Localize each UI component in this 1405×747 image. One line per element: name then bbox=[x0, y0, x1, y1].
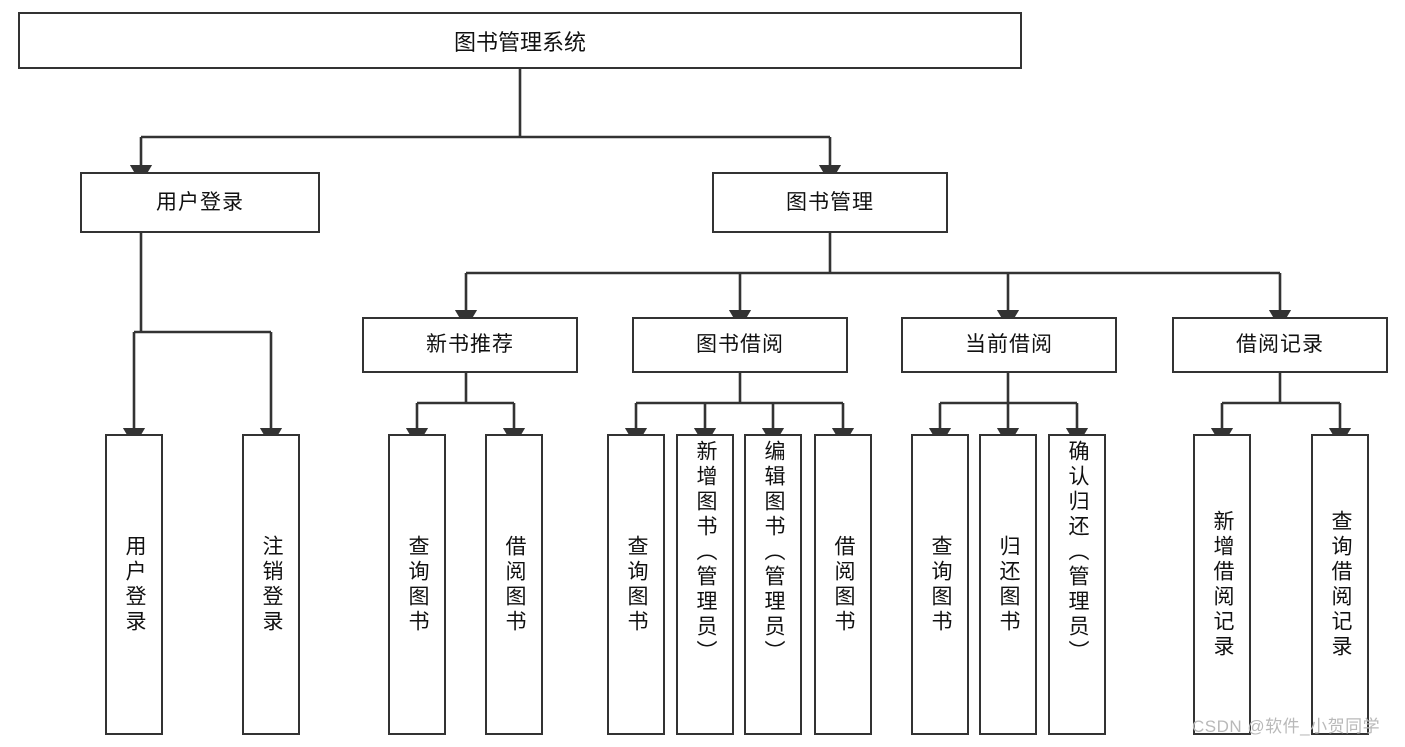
node-book-borrow-label: 图书借阅 bbox=[696, 333, 784, 357]
node-user-login[interactable]: 用户登录 bbox=[80, 172, 320, 233]
node-leaf-query-book-1-label: 查询图书 bbox=[406, 534, 430, 635]
node-book-manage-label: 图书管理 bbox=[786, 190, 874, 214]
node-leaf-edit-book[interactable]: 编辑图书（管理员） bbox=[744, 434, 802, 735]
node-leaf-return-book[interactable]: 归还图书 bbox=[979, 434, 1037, 735]
node-leaf-user-login[interactable]: 用户登录 bbox=[105, 434, 163, 735]
node-leaf-query-book-1[interactable]: 查询图书 bbox=[388, 434, 446, 735]
node-root-label: 图书管理系统 bbox=[453, 29, 586, 55]
node-current-borrow[interactable]: 当前借阅 bbox=[901, 317, 1117, 373]
node-root[interactable]: 图书管理系统 bbox=[18, 12, 1022, 69]
node-leaf-return-book-label: 归还图书 bbox=[997, 534, 1021, 635]
node-new-book-rec[interactable]: 新书推荐 bbox=[362, 317, 578, 373]
node-borrow-record-label: 借阅记录 bbox=[1236, 333, 1324, 357]
node-leaf-user-logout[interactable]: 注销登录 bbox=[242, 434, 300, 735]
node-leaf-add-book-label: 新增图书（管理员） bbox=[694, 440, 718, 665]
node-leaf-add-book[interactable]: 新增图书（管理员） bbox=[676, 434, 734, 735]
node-current-borrow-label: 当前借阅 bbox=[965, 333, 1053, 357]
node-leaf-query-record[interactable]: 查询借阅记录 bbox=[1311, 434, 1369, 735]
node-leaf-query-record-label: 查询借阅记录 bbox=[1329, 509, 1353, 660]
node-leaf-query-book-2[interactable]: 查询图书 bbox=[607, 434, 665, 735]
node-borrow-record[interactable]: 借阅记录 bbox=[1172, 317, 1388, 373]
node-book-borrow[interactable]: 图书借阅 bbox=[632, 317, 848, 373]
node-leaf-add-record-label: 新增借阅记录 bbox=[1211, 509, 1235, 660]
node-user-login-label: 用户登录 bbox=[156, 190, 244, 214]
node-leaf-add-record[interactable]: 新增借阅记录 bbox=[1193, 434, 1251, 735]
node-leaf-borrow-book-2-label: 借阅图书 bbox=[832, 534, 856, 635]
node-leaf-query-book-3[interactable]: 查询图书 bbox=[911, 434, 969, 735]
node-leaf-query-book-2-label: 查询图书 bbox=[625, 534, 649, 635]
node-leaf-edit-book-label: 编辑图书（管理员） bbox=[762, 440, 786, 665]
node-leaf-borrow-book-1[interactable]: 借阅图书 bbox=[485, 434, 543, 735]
node-leaf-query-book-3-label: 查询图书 bbox=[929, 534, 953, 635]
node-leaf-borrow-book-2[interactable]: 借阅图书 bbox=[814, 434, 872, 735]
node-leaf-user-logout-label: 注销登录 bbox=[260, 534, 284, 635]
node-book-manage[interactable]: 图书管理 bbox=[712, 172, 948, 233]
node-leaf-user-login-label: 用户登录 bbox=[123, 534, 147, 635]
node-leaf-confirm-return[interactable]: 确认归还（管理员） bbox=[1048, 434, 1106, 735]
node-leaf-borrow-book-1-label: 借阅图书 bbox=[503, 534, 527, 635]
csdn-watermark: CSDN @软件_小贺同学 bbox=[1192, 717, 1381, 736]
node-leaf-confirm-return-label: 确认归还（管理员） bbox=[1066, 440, 1090, 665]
node-new-book-rec-label: 新书推荐 bbox=[426, 333, 514, 357]
